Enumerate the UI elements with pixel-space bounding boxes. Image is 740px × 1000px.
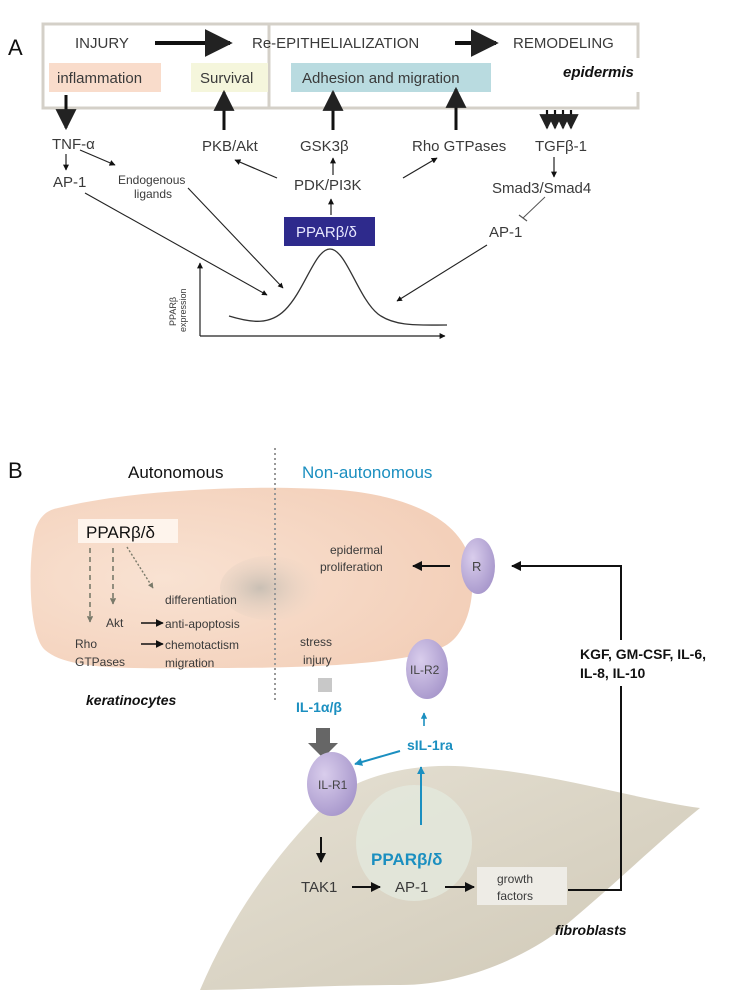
migration: migration	[165, 656, 214, 670]
arrow-ap1-right-to-curve	[396, 244, 488, 302]
fibroblasts-label: fibroblasts	[555, 922, 627, 938]
akt-b: Akt	[106, 616, 124, 630]
pdk-pi3k: PDK/PI3K	[294, 177, 362, 194]
tgf-beta-1: TGFβ-1	[535, 138, 587, 155]
expression-curve	[228, 248, 448, 326]
plot-y-label: PPARβ expression	[168, 288, 188, 332]
ppar-keratinocyte: PPARβ/δ	[86, 523, 155, 542]
arrow-ppar-to-differentiation-dotted	[126, 546, 154, 589]
factors-label-bg	[575, 640, 725, 686]
epidermis-frame	[41, 22, 271, 110]
ap1-left: AP-1	[53, 174, 86, 191]
endogenous-ligands-1: Endogenous	[118, 173, 185, 187]
receptor-il-r1-label: IL-R1	[318, 778, 348, 792]
rho-b-1: Rho	[75, 637, 97, 651]
keratinocyte-nucleus	[220, 556, 320, 620]
arrow-tnf-to-ligands	[79, 149, 116, 166]
survival-box	[191, 63, 268, 92]
stress-marker	[318, 678, 332, 692]
autonomous-header: Autonomous	[128, 463, 223, 482]
ppar-highlight-b	[78, 519, 178, 543]
smad3-smad4: Smad3/Smad4	[492, 180, 591, 197]
rho-gtpases-a: Rho GTPases	[412, 138, 506, 155]
adhesion-migration-label: Adhesion and migration	[302, 70, 460, 87]
arrow-ligands-to-curve	[187, 187, 284, 289]
ppar-box-a	[284, 217, 375, 246]
receptor-il-r1	[307, 752, 357, 816]
receptor-r	[461, 538, 495, 594]
arrow-sil1ra-to-ilr1	[354, 750, 401, 766]
survival-label: Survival	[200, 70, 253, 87]
non-autonomous-header: Non-autonomous	[302, 463, 432, 482]
stage-injury: INJURY	[75, 35, 129, 52]
arrow-pdk-to-rho	[402, 157, 438, 179]
tak1: TAK1	[301, 879, 337, 896]
sil1ra: sIL-1ra	[407, 737, 453, 753]
il1-arrow	[308, 728, 338, 758]
fibroblast-nucleus	[356, 785, 472, 901]
inhibit-smad-to-ap1	[522, 196, 546, 219]
growth-2: factors	[497, 889, 533, 903]
epidermis-label: epidermis	[563, 64, 634, 81]
ap1-right: AP-1	[489, 224, 522, 241]
panel-b-label: B	[8, 458, 23, 483]
gsk3b: GSK3β	[300, 138, 349, 155]
receptor-il-r2	[406, 639, 448, 699]
stage-reepithelialization: Re-EPITHELIALIZATION	[252, 35, 419, 52]
growth-1: growth	[497, 872, 533, 886]
tgf-multi-arrow	[539, 110, 579, 130]
svg-text:expression: expression	[178, 288, 188, 332]
epidermal-1: epidermal	[330, 543, 383, 557]
pkb-akt: PKB/Akt	[202, 138, 259, 155]
differentiation: differentiation	[165, 593, 237, 607]
stage-remodeling: REMODELING	[513, 35, 614, 52]
inflammation-label: inflammation	[57, 70, 142, 87]
receptor-r-label: R	[472, 559, 481, 574]
rho-b-2: GTPases	[75, 655, 125, 669]
growth-factors-box	[477, 867, 567, 905]
arrow-pdk-to-pkb	[234, 159, 278, 179]
inflammation-box	[49, 63, 161, 92]
keratinocytes-label: keratinocytes	[86, 692, 176, 708]
arrow-ap1-to-curve	[84, 192, 268, 296]
il1-alpha-beta: IL-1α/β	[296, 699, 342, 715]
panel-a-label: A	[8, 35, 23, 60]
stress-1: stress	[300, 635, 332, 649]
svg-text:PPARβ: PPARβ	[168, 297, 178, 326]
factors-line-1: KGF, GM-CSF, IL-6,	[580, 646, 706, 662]
epidermal-2: proliferation	[320, 560, 383, 574]
ap1-fibroblast: AP-1	[395, 879, 428, 896]
stress-2: injury	[303, 653, 332, 667]
ppar-a: PPARβ/δ	[296, 224, 357, 241]
chemotactism: chemotactism	[165, 638, 239, 652]
endogenous-ligands-2: ligands	[134, 187, 172, 201]
receptor-il-r2-label: IL-R2	[410, 663, 440, 677]
feedback-loop-arrow	[511, 561, 622, 891]
factors-line-2: IL-8, IL-10	[580, 665, 646, 681]
ppar-fibroblast: PPARβ/δ	[371, 850, 442, 869]
anti-apoptosis: anti-apoptosis	[165, 617, 240, 631]
tnf-alpha: TNF-α	[52, 136, 95, 153]
